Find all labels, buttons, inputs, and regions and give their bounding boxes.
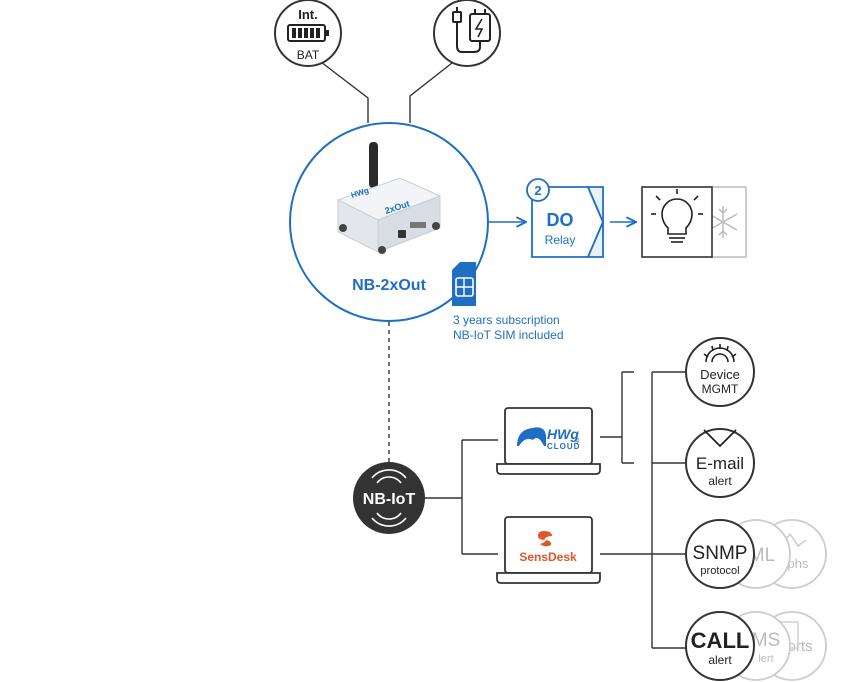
service-email-alert: E-mail alert	[685, 428, 755, 498]
battery-icon	[287, 24, 329, 42]
ghost-text-3: orts	[787, 638, 812, 655]
service-line-2: protocol	[700, 565, 739, 577]
cloud-caption: CLOUD	[547, 442, 580, 451]
service-line-1: SNMP	[693, 543, 748, 564]
nbiot-to-laptops	[422, 439, 498, 555]
service-call-alert: orts MS lert CALL alert	[685, 611, 827, 681]
sensdesk-logo: SensDesk	[519, 531, 577, 564]
output-number: 2	[534, 183, 541, 198]
cloud-bracket	[600, 371, 634, 464]
light-bulb-icon	[651, 189, 703, 243]
service-line-2: MGMT	[702, 382, 739, 396]
battery-connector	[320, 61, 369, 123]
ghost-text-1: ML	[749, 545, 775, 566]
power-connector	[409, 62, 453, 123]
output-label: DO	[547, 210, 574, 230]
load-node	[641, 186, 747, 258]
service-device-mgmt: Device MGMT	[685, 337, 755, 407]
envelope-icon	[703, 429, 737, 448]
power-node	[433, 0, 501, 67]
nbiot-node: NB-IoT	[353, 462, 425, 534]
ghost-text-2: lert	[758, 653, 773, 665]
relay-output: 2 DO Relay	[526, 178, 604, 258]
sim-line-1: 3 years subscription	[453, 313, 560, 327]
connectors	[320, 61, 686, 649]
battery-top-label: Int.	[298, 7, 318, 22]
services-trunk	[651, 371, 686, 649]
battery-node: Int. BAT	[274, 0, 342, 67]
sim-line-2: NB-IoT SIM included	[453, 328, 564, 342]
service-line-2: alert	[708, 474, 732, 488]
device-node: HWg 2xOut NB-2xOut	[289, 122, 489, 322]
sim-card-icon	[452, 262, 476, 306]
laptop-cloud: HWg g CLOUD	[496, 407, 601, 475]
cloud-logo: HWg g CLOUD	[517, 426, 580, 451]
snowflake-icon	[708, 206, 738, 238]
sensdesk-brand: SensDesk	[519, 550, 577, 564]
device-name: NB-2xOut	[352, 277, 426, 294]
service-snmp: phs ML SNMP protocol	[685, 519, 827, 589]
cloud-brand: HWg	[547, 426, 579, 442]
wireless-icon	[371, 469, 407, 527]
laptop-sensdesk: SensDesk	[496, 516, 601, 584]
cloud-brand-sub: g	[575, 437, 579, 444]
service-line-1: Device	[700, 367, 740, 382]
ghost-text-2: phs	[788, 556, 809, 571]
service-line-1: E-mail	[696, 454, 744, 473]
service-line-1: CALL	[691, 628, 750, 653]
ghost-text-1: MS	[752, 630, 781, 651]
service-line-2: alert	[708, 653, 732, 667]
gear-icon	[703, 344, 737, 363]
nbiot-label: NB-IoT	[363, 491, 416, 508]
output-sublabel: Relay	[545, 233, 576, 247]
device-box-image: HWg 2xOut	[336, 142, 442, 254]
power-adapter-icon	[452, 7, 491, 53]
battery-bottom-label: BAT	[297, 48, 320, 62]
